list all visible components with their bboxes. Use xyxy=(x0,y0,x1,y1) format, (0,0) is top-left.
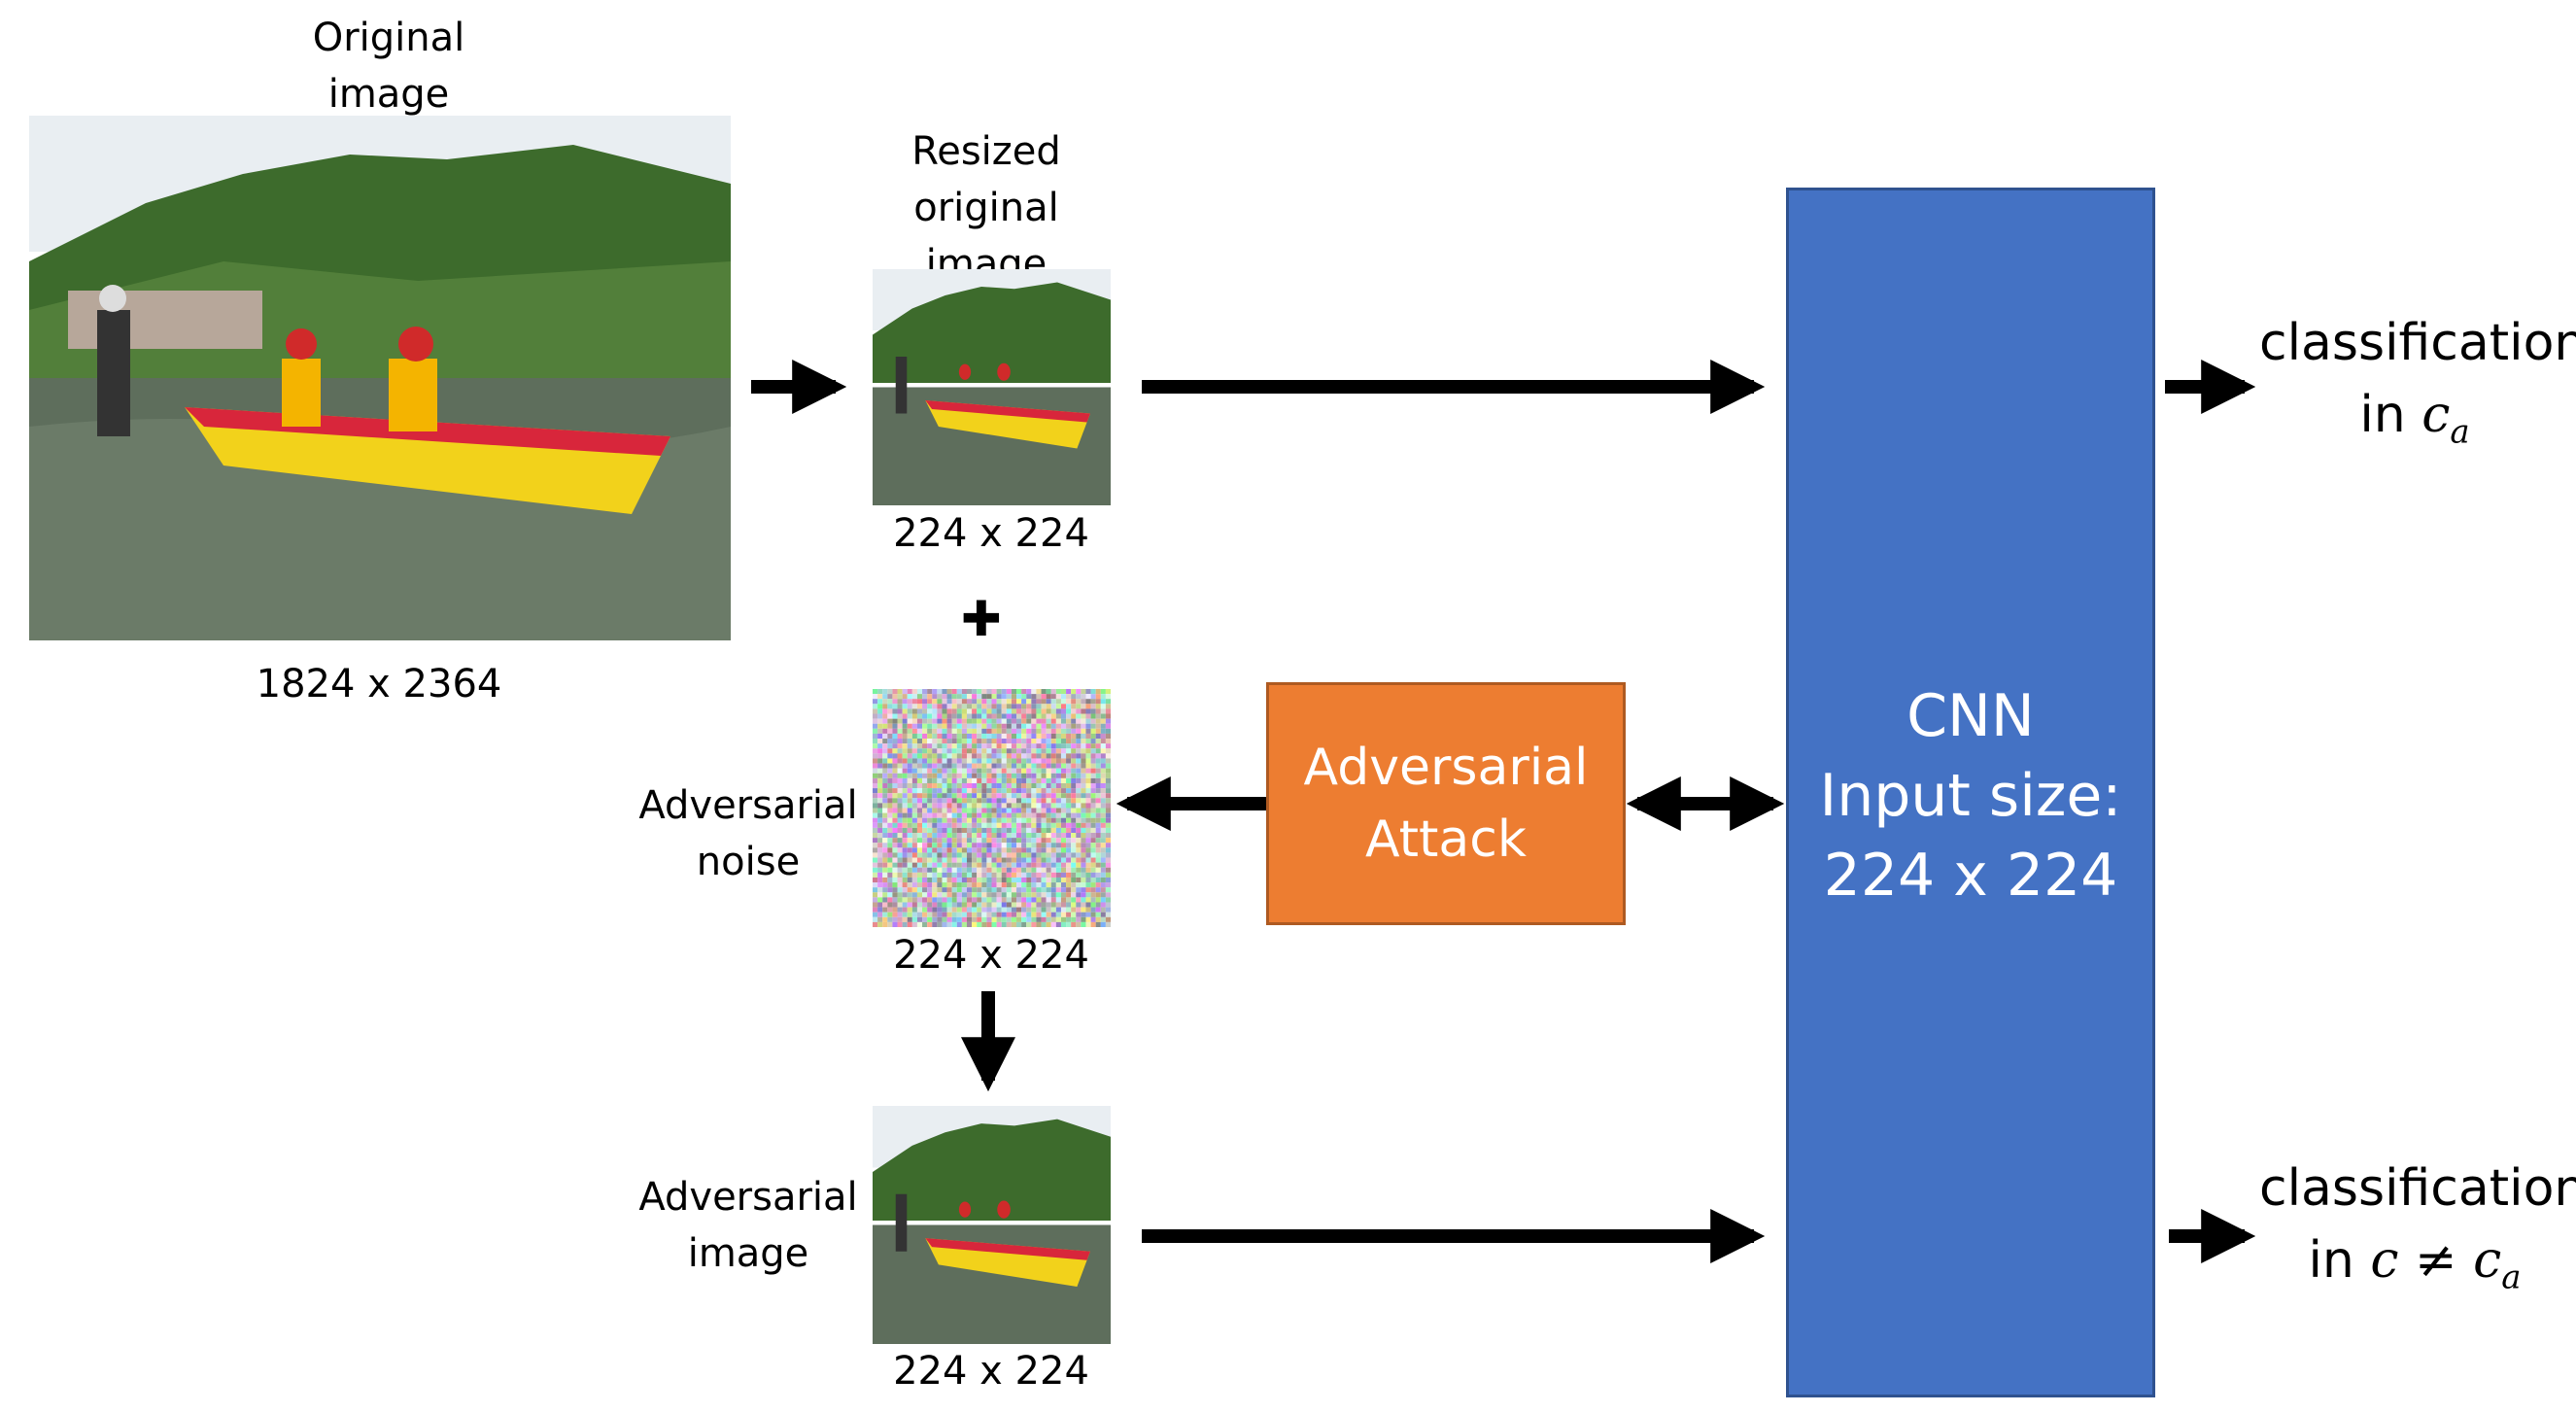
cnn-line2: Input size: xyxy=(1819,762,2122,830)
adversarial-attack-box: Adversarial Attack xyxy=(1266,682,1626,925)
resized-image xyxy=(873,269,1111,505)
resized-title-line2: original xyxy=(913,186,1059,230)
adversarial-label-line1: Adversarial xyxy=(638,1175,858,1220)
original-title-line2: image xyxy=(327,72,450,117)
attack-line1: Adversarial xyxy=(1303,739,1589,797)
original-image xyxy=(29,116,731,640)
adversarial-noise-image xyxy=(873,689,1111,927)
original-size-label: 1824 x 2364 xyxy=(256,662,502,706)
output-top-line2: in ca xyxy=(2359,386,2470,452)
adversarial-image-label: Adversarial image xyxy=(622,1169,875,1282)
original-title-line1: Original xyxy=(312,16,465,60)
resized-title-line1: Resized xyxy=(911,129,1061,174)
noise-size-label: 224 x 224 xyxy=(893,933,1089,978)
noise-label-line2: noise xyxy=(696,840,801,884)
output-top-label: classification in ca xyxy=(2259,307,2576,467)
cnn-box: CNN Input size: 224 x 224 xyxy=(1786,188,2155,1397)
output-bottom-line2: in c ≠ ca xyxy=(2308,1231,2522,1297)
noise-label: Adversarial noise xyxy=(622,777,875,890)
adversarial-label-line2: image xyxy=(687,1231,809,1276)
resized-size-label: 224 x 224 xyxy=(893,511,1089,556)
attack-line2: Attack xyxy=(1364,810,1527,869)
adversarial-image xyxy=(873,1106,1111,1344)
plus-icon: ✚ xyxy=(961,591,1002,647)
original-image-title: Original image xyxy=(292,10,486,122)
cnn-line1: CNN xyxy=(1906,682,2035,750)
noise-label-line1: Adversarial xyxy=(638,783,858,828)
output-top-line1: classification xyxy=(2259,314,2576,372)
cnn-line3: 224 x 224 xyxy=(1823,842,2118,910)
adversarial-size-label: 224 x 224 xyxy=(893,1349,1089,1394)
output-bottom-label: classification in c ≠ ca xyxy=(2259,1153,2576,1313)
output-bottom-line1: classification xyxy=(2259,1159,2576,1218)
resized-image-title: Resized original image xyxy=(865,123,1108,293)
